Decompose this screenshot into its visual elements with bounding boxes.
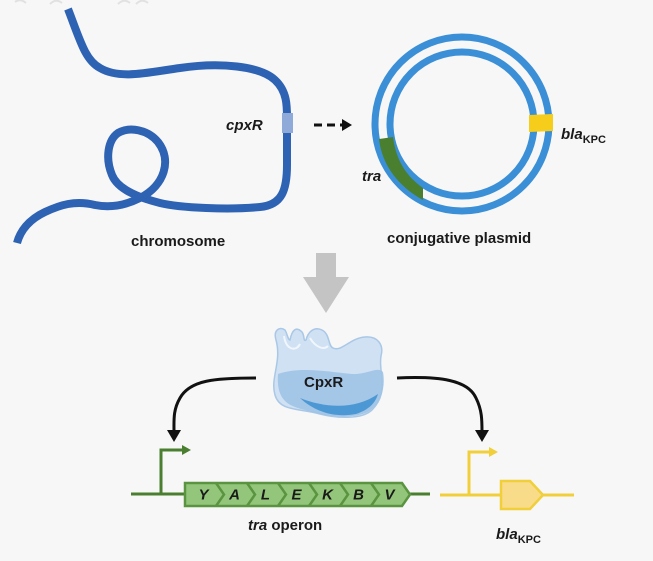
plasmid-inner-ring — [386, 48, 538, 200]
bla-label: bla — [561, 126, 583, 143]
chromosome-label: chromosome — [131, 233, 225, 250]
tra-gene-k: K — [322, 487, 334, 504]
chromosome: cpxR chromosome — [13, 7, 293, 250]
tra-region — [379, 137, 423, 200]
bla-kpc-gene: blaKPC — [440, 447, 574, 546]
cpxR-protein-label: CpxR — [304, 374, 343, 391]
protein-top-highlight — [283, 335, 329, 350]
operon-text: operon — [267, 517, 322, 534]
plasmid-outer-ring — [371, 33, 553, 215]
tra-gene-v: V — [384, 487, 396, 504]
tra-operon-block — [183, 481, 412, 508]
tra-promoter-arrowhead — [182, 445, 191, 455]
protein-edge-highlight — [300, 394, 378, 416]
gray-down-arrow — [303, 253, 349, 313]
right-regulation-arrow — [396, 376, 489, 442]
left-regulation-arrow — [167, 376, 257, 442]
gene-chevron-divider — [307, 482, 319, 507]
top-edge-artifact — [14, 0, 149, 5]
tra-gene-y: Y — [198, 487, 210, 504]
chromosome-strand — [13, 7, 292, 245]
bla-label: bla — [496, 526, 518, 543]
tra-gene-a: A — [228, 487, 240, 504]
bla-gene-block — [499, 479, 545, 511]
bla-region — [529, 114, 553, 132]
bla-promoter-arrowhead — [489, 447, 498, 457]
bla-promoter-arrow — [467, 450, 490, 495]
tra-gene-l: L — [261, 487, 270, 504]
bla-kpc-label: blaKPC — [496, 526, 541, 546]
conjugative-plasmid: tra blaKPC conjugative plasmid — [362, 33, 606, 247]
gene-chevron-divider — [214, 482, 226, 507]
tra-label: tra — [362, 168, 381, 185]
tra-italic: tra — [248, 517, 267, 534]
gene-chevron-divider — [245, 482, 257, 507]
tra-operon-label: tra operon — [248, 517, 322, 534]
gene-chevron-divider — [276, 482, 288, 507]
bla-subscript: KPC — [518, 534, 541, 546]
gene-chevron-divider — [338, 482, 350, 507]
bla-subscript: KPC — [583, 134, 606, 146]
tra-gene-b: B — [353, 487, 364, 504]
dashed-arrow — [314, 119, 352, 131]
tra-operon: Y A L E K B V tra operon — [131, 445, 430, 534]
cpxR-marker — [282, 113, 293, 133]
plasmid-label: conjugative plasmid — [387, 230, 531, 247]
gene-chevron-divider — [369, 482, 381, 507]
cpxR-protein: CpxR — [273, 327, 384, 418]
bla-kpc-plasmid-label: blaKPC — [561, 126, 606, 146]
tra-promoter-arrow — [159, 448, 183, 494]
cpxR-gene-label: cpxR — [226, 117, 263, 134]
tra-gene-e: E — [291, 487, 302, 504]
